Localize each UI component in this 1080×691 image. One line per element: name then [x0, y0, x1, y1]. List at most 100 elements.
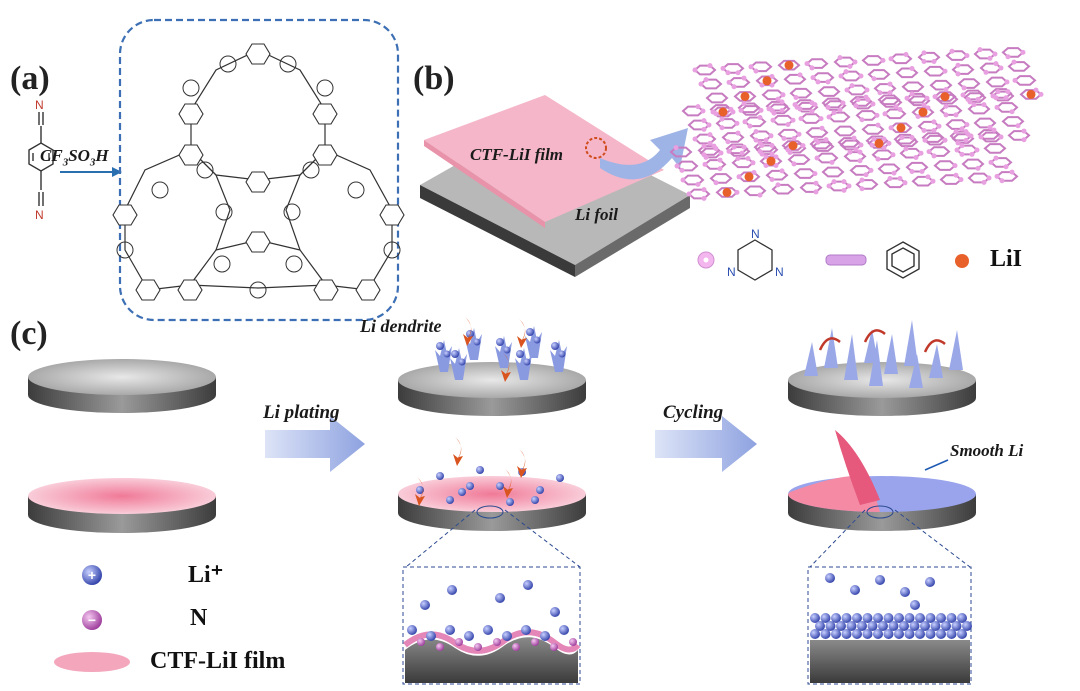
- legend-li-ion-label: Li⁺: [188, 560, 223, 589]
- lattice-node: [954, 129, 959, 134]
- inset-n-site: [531, 638, 539, 646]
- li-ion: [446, 496, 454, 504]
- lattice-node: [944, 112, 949, 117]
- lattice-node: [699, 82, 704, 87]
- li-ion: [506, 498, 514, 506]
- lattice-node: [858, 158, 863, 163]
- lattice-node: [898, 107, 903, 112]
- dead-li-spike: [804, 342, 818, 376]
- lattice-node: [954, 112, 959, 117]
- li-plating-label: Li plating: [263, 402, 340, 424]
- lattice-node: [799, 116, 804, 121]
- lattice-node: [797, 132, 802, 137]
- lattice-node: [708, 63, 713, 68]
- lattice-node: [910, 169, 915, 174]
- lattice-node: [956, 71, 961, 76]
- lattice-node: [860, 178, 865, 183]
- lattice-node: [1006, 89, 1011, 94]
- lattice-node: [841, 101, 846, 106]
- lattice-node: [826, 79, 831, 84]
- lattice-node: [927, 149, 932, 154]
- legend-lii-label: LiI: [990, 246, 1022, 273]
- panel-c-label: (c): [10, 315, 48, 353]
- lattice-node: [758, 140, 763, 145]
- lattice-node: [838, 55, 843, 60]
- lattice-node: [798, 72, 803, 77]
- smooth-li-layer-ion: [842, 629, 852, 639]
- inset-li-ion: [875, 575, 885, 585]
- triazine-n1: N: [751, 227, 760, 241]
- lattice-node: [875, 113, 880, 118]
- dendrite-tip-ion: [444, 351, 451, 358]
- lattice-node: [748, 124, 753, 129]
- lattice-node: [735, 121, 740, 126]
- lattice-node: [956, 63, 961, 68]
- lattice-node: [754, 129, 759, 134]
- legend-film-label: CTF-LiI film: [150, 648, 285, 675]
- lattice-node: [960, 152, 965, 157]
- lattice-node: [794, 95, 799, 100]
- lattice-node: [687, 192, 692, 197]
- dendrite-tip-ion: [451, 350, 459, 358]
- lattice-node: [702, 152, 707, 157]
- dead-li-spike: [949, 330, 963, 370]
- inset-li-ion: [445, 625, 455, 635]
- lattice-node: [910, 66, 915, 71]
- lattice-node: [830, 160, 835, 165]
- lattice-node: [933, 94, 938, 99]
- lattice-node: [844, 69, 849, 74]
- inset-li-ion: [420, 600, 430, 610]
- triazine-n2: N: [727, 265, 736, 279]
- inset-n-site: [550, 643, 558, 651]
- lattice-node: [996, 89, 1001, 94]
- inset-li-ion: [850, 585, 860, 595]
- smooth-li-layer-ion: [852, 629, 862, 639]
- lattice-node: [922, 50, 927, 55]
- lattice-node: [780, 168, 785, 173]
- lattice-node: [726, 139, 731, 144]
- red-flux-arrow: [517, 319, 527, 348]
- lattice-node: [1010, 170, 1015, 175]
- lattice-node: [832, 110, 837, 115]
- lattice-hex: [823, 168, 843, 177]
- lattice-node: [680, 168, 685, 173]
- lattice-node: [770, 177, 775, 182]
- lii-particle: [741, 92, 750, 101]
- lattice-node: [786, 122, 791, 127]
- lattice-node: [736, 131, 741, 136]
- lattice-node: [865, 88, 870, 93]
- lattice-node: [805, 61, 810, 66]
- lattice-node: [815, 156, 820, 161]
- lattice-node: [718, 166, 723, 171]
- lattice-node: [702, 196, 707, 201]
- lii-particle: [719, 108, 728, 117]
- lattice-node: [969, 134, 974, 139]
- lattice-node: [953, 163, 958, 168]
- lattice-node: [735, 190, 740, 195]
- dendrite-tip-ion: [496, 338, 504, 346]
- inset-li-ion: [900, 587, 910, 597]
- dendrite-tip-ion: [526, 328, 534, 336]
- lattice-node: [898, 176, 903, 181]
- lattice-node: [931, 179, 936, 184]
- lii-particle: [723, 188, 732, 197]
- lattice-node: [989, 160, 994, 165]
- inset-n-site: [512, 643, 520, 651]
- lattice-node: [993, 52, 998, 57]
- lattice-node: [702, 127, 707, 132]
- triazine-ring-icon: [738, 240, 772, 280]
- smooth-li-layer-ion: [957, 629, 967, 639]
- dead-li-spike: [824, 328, 838, 368]
- lattice-hex: [795, 169, 815, 178]
- lattice-node: [769, 133, 774, 138]
- lattice-node: [780, 108, 785, 113]
- dendrite-tip-ion: [474, 339, 481, 346]
- zoom-inset-right: [808, 506, 971, 684]
- lattice-node: [732, 145, 737, 150]
- inset-n-site: [569, 638, 577, 646]
- lattice-node: [889, 125, 894, 130]
- lattice-node: [1013, 78, 1018, 83]
- lattice-node: [922, 59, 927, 64]
- lattice-node: [864, 95, 869, 100]
- lattice-node: [881, 58, 886, 63]
